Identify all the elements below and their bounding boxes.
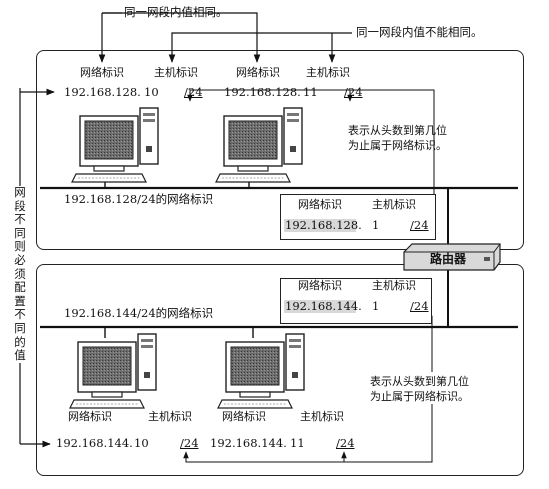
router-interface-bottom [280,278,432,324]
prefix-length: /24 [410,299,429,313]
router-network-address: 192.168.128. [285,218,362,232]
host-number: 10 [144,85,159,99]
callout-same-value: 同一网段内值相同。 [124,5,228,19]
router-host-number: 1 [372,218,380,232]
network-name: 192.168.144/24的网络标识 [64,306,214,320]
router-interface-top [280,194,436,240]
prefix-length: /24 [410,218,429,232]
router-network-address: 192.168.144. [285,299,362,313]
host-id-label: 主机标识 [300,410,344,423]
network-id-label: 网络标识 [298,198,342,211]
host-id-label: 主机标识 [372,279,416,292]
network-id-label: 网络标识 [298,279,342,292]
network-id-label: 网络标识 [68,410,112,423]
prefix-note-line2: 为止属于网络标识。 [370,390,469,403]
host-network-address: 192.168.128. [64,85,141,99]
host-id-label: 主机标识 [306,66,350,79]
network-name: 192.168.128/24的网络标识 [64,192,214,206]
host-id-label: 主机标识 [148,410,192,423]
network-id-label: 网络标识 [80,66,124,79]
prefix-length: /24 [336,436,355,450]
router-host-number: 1 [372,299,380,313]
host-network-address: 192.168.144. [56,436,133,450]
network-id-highlight [284,300,356,313]
network-id-highlight [284,219,356,232]
host-id-label: 主机标识 [154,66,198,79]
network-id-label: 网络标识 [236,66,280,79]
prefix-note-line1: 表示从头数到第几位 [370,375,469,388]
host-number: 10 [134,436,149,450]
prefix-length: /24 [344,85,363,99]
prefix-length: /24 [180,436,199,450]
side-label: 网段不同则必须配置不同的值 [13,185,27,363]
host-number: 11 [303,85,318,99]
prefix-note-line1: 表示从头数到第几位 [348,124,447,137]
host-network-address: 192.168.144. [210,436,287,450]
host-number: 11 [290,436,305,450]
host-network-address: 192.168.128. [224,85,301,99]
network-id-label: 网络标识 [222,410,266,423]
callout-different-value: 同一网段内值不能相同。 [356,25,483,39]
prefix-length: /24 [184,85,203,99]
prefix-note-line2: 为止属于网络标识。 [348,139,447,152]
host-id-label: 主机标识 [372,198,416,211]
router-label: 路由器 [430,252,467,266]
